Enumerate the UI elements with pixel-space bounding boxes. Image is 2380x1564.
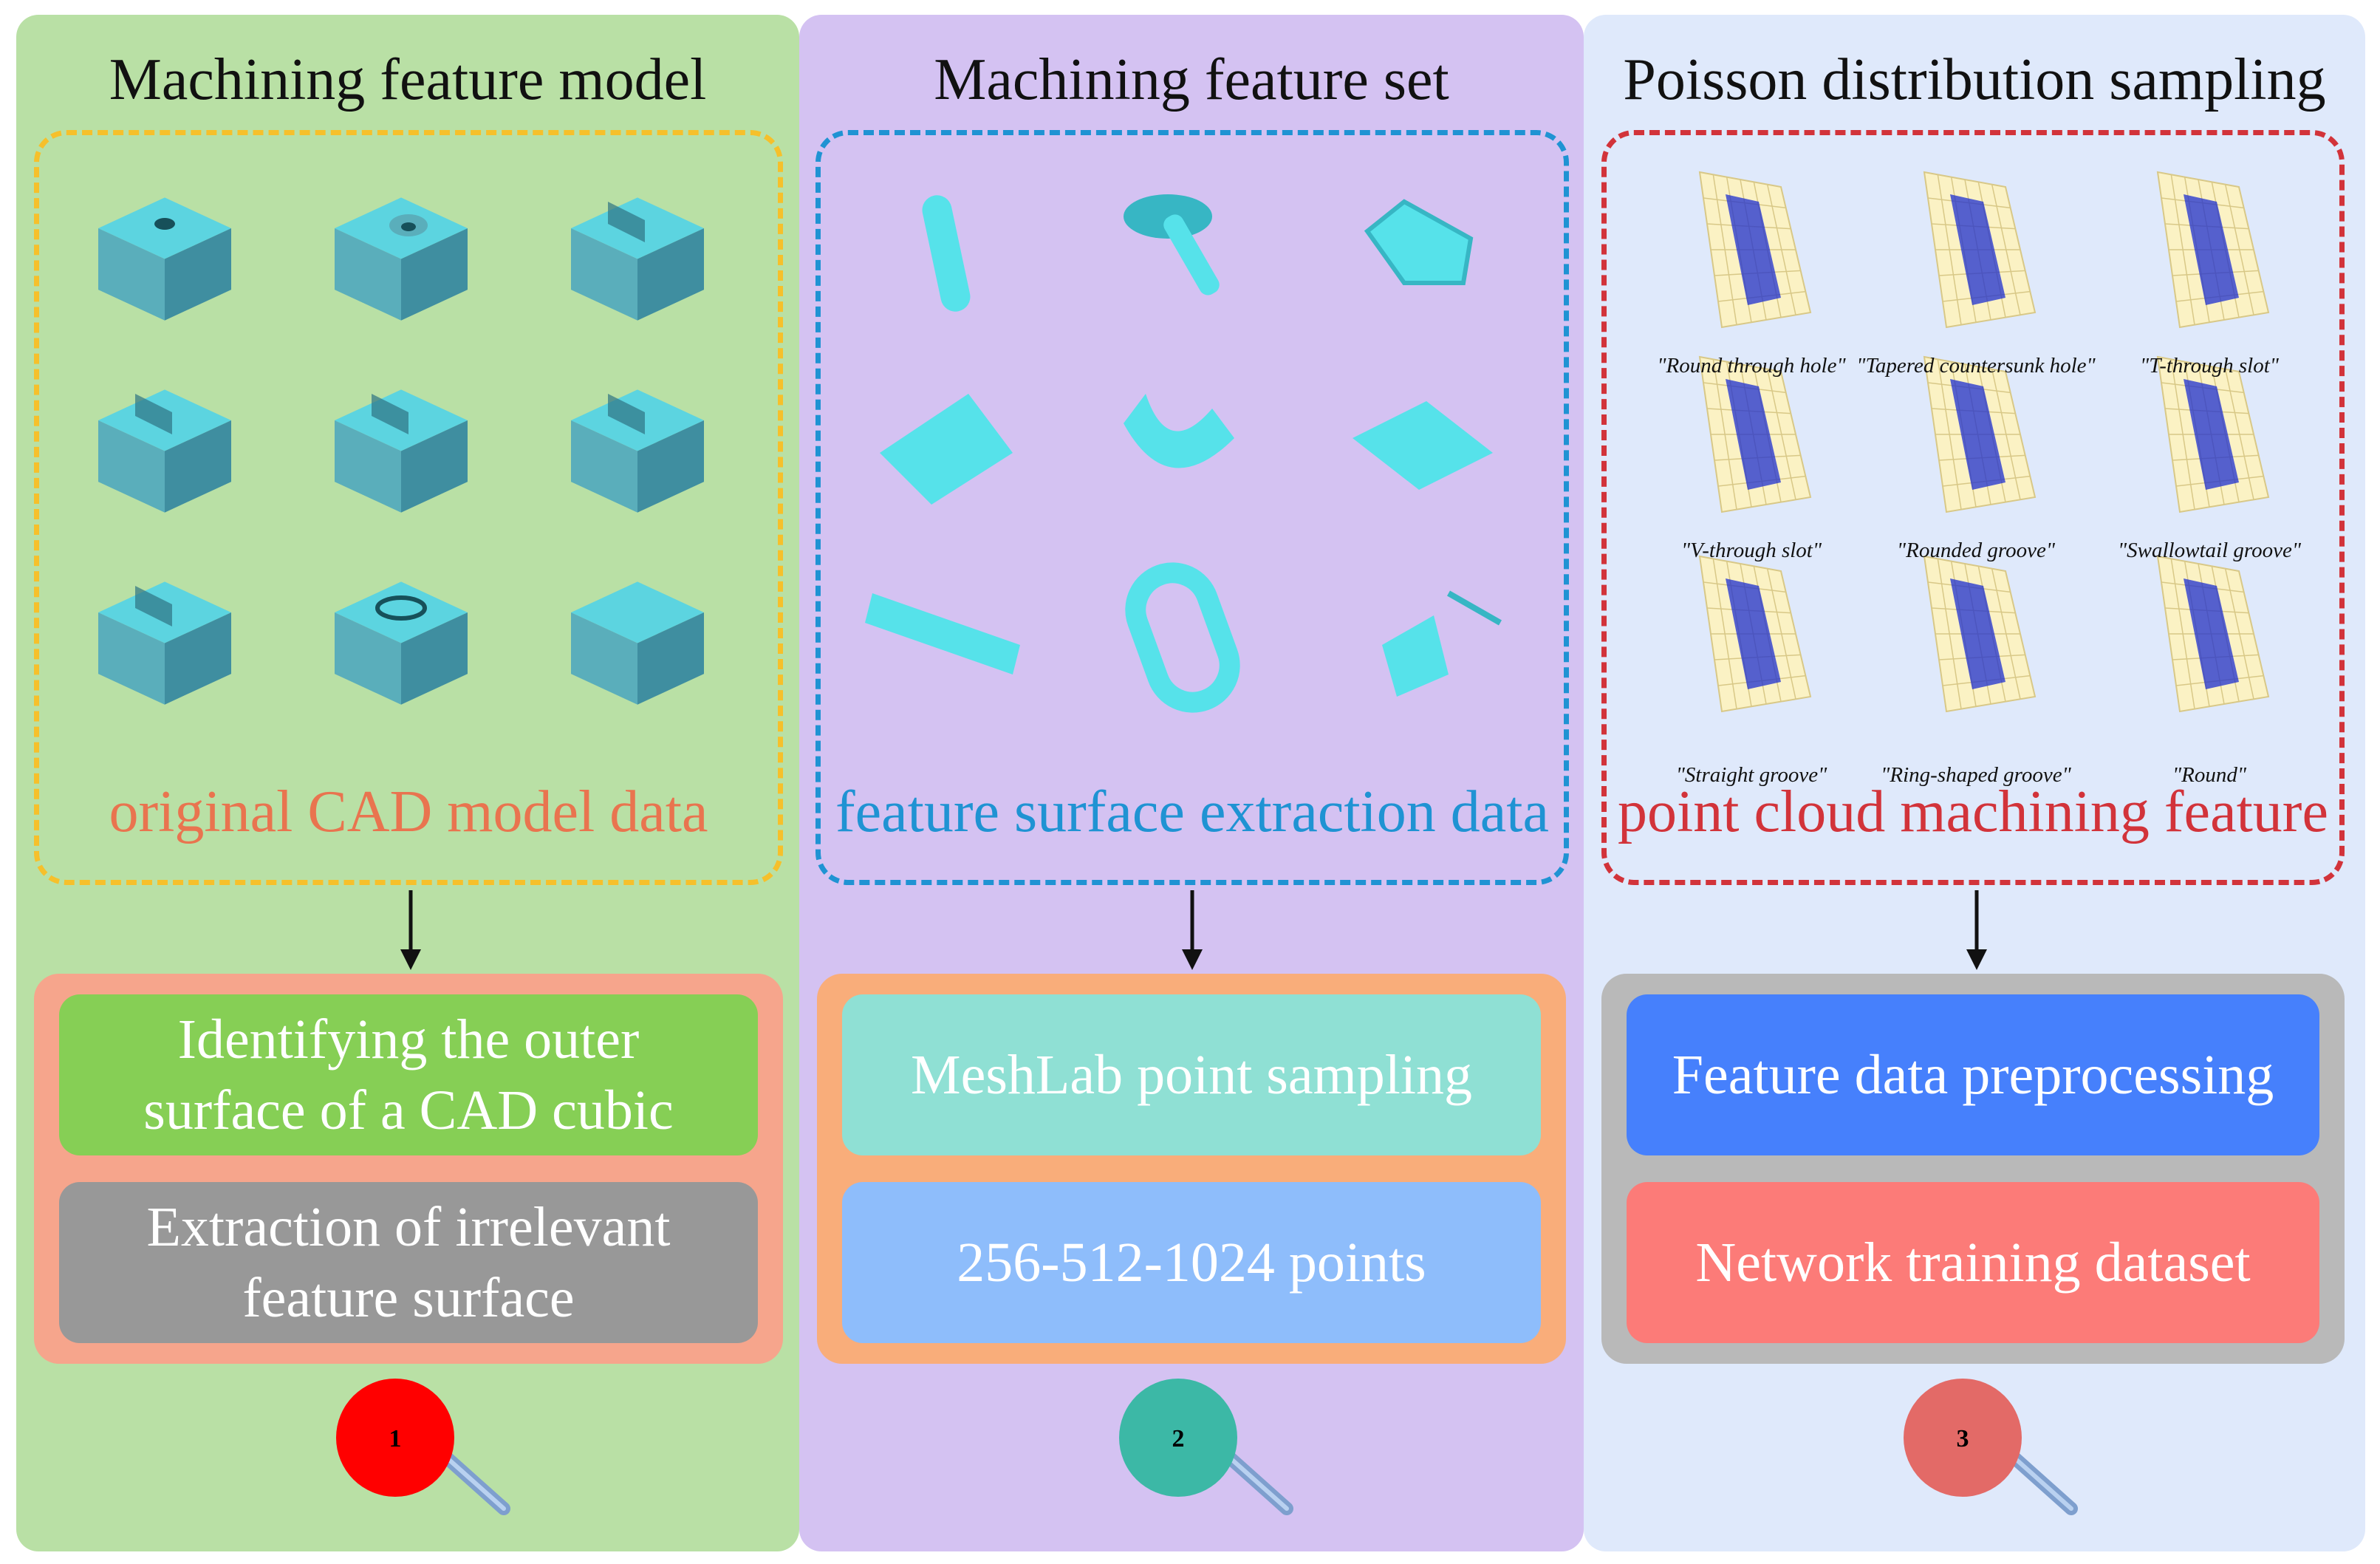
- v-slot-pointcloud-icon: [1698, 355, 1812, 513]
- step-network-training-dataset: Network training dataset: [1627, 1182, 2319, 1343]
- round-pointcloud-icon: [2156, 555, 2270, 713]
- panel-machining-feature-set: Machining feature set feature surface ex…: [799, 15, 1584, 1551]
- step-badge-1: 1: [336, 1379, 510, 1515]
- down-arrow-icon: [1182, 890, 1203, 970]
- fillet-cube-icon: [571, 581, 704, 705]
- cad-model-dashed-box: original CAD model data: [34, 130, 783, 885]
- ring-groove-cube-icon: [335, 581, 468, 705]
- down-arrow-icon: [1966, 890, 1987, 970]
- surface-grid: [865, 194, 1502, 713]
- badge-circle: [1119, 1379, 1237, 1497]
- ring-groove-pointcloud-icon: [1923, 555, 2037, 713]
- step-meshlab-sampling: MeshLab point sampling: [842, 994, 1541, 1155]
- panel-title: Machining feature model: [109, 47, 707, 112]
- straight-groove-pointcloud-icon: [1698, 555, 1812, 713]
- caption: "Rounded groove": [1896, 539, 2056, 562]
- round-hole-pointcloud-icon: [1698, 171, 1812, 329]
- process-box: Feature data preprocessing Network train…: [1601, 974, 2345, 1364]
- ring-surface-icon: [1125, 562, 1240, 713]
- panel-poisson-sampling: Poisson distribution sampling "Round thr…: [1584, 15, 2365, 1551]
- straight-groove-surface-icon: [865, 593, 1020, 675]
- swallowtail-cube-icon: [571, 389, 704, 513]
- step-feature-preprocessing: Feature data preprocessing: [1627, 994, 2319, 1155]
- step-badge-3: 3: [1904, 1379, 2078, 1515]
- box-label: original CAD model data: [109, 779, 708, 844]
- panel-title: Poisson distribution sampling: [1623, 47, 2326, 112]
- badge-number: 2: [1172, 1425, 1185, 1452]
- caption: "Round": [2172, 763, 2247, 787]
- t-slot-pointcloud-icon: [2156, 171, 2270, 329]
- caption: "Ring-shaped groove": [1881, 763, 2071, 787]
- rounded-groove-pointcloud-icon: [1923, 355, 2037, 513]
- box-label: feature surface extraction data: [835, 779, 1550, 844]
- countersunk-hole-cube-icon: [335, 197, 468, 321]
- t-slot-cube-icon: [571, 197, 704, 321]
- caption: "V-through slot": [1680, 539, 1822, 562]
- fillet-surface-icon: [1382, 590, 1502, 697]
- round-through-hole-cube-icon: [98, 197, 231, 321]
- step-identify-outer-surface: Identifying the outer surface of a CAD c…: [59, 994, 758, 1155]
- v-slot-cube-icon: [98, 389, 231, 513]
- box-label: point cloud machining feature: [1618, 779, 2328, 844]
- surface-extraction-dashed-box: feature surface extraction data: [815, 130, 1569, 885]
- caption: "Tapered countersunk hole": [1856, 354, 2096, 378]
- badge-number: 1: [389, 1425, 402, 1452]
- swallowtail-pointcloud-icon: [2156, 355, 2270, 513]
- t-slot-surface-icon: [1364, 199, 1474, 285]
- caption: "T-through slot": [2140, 354, 2279, 378]
- caption: "Straight groove": [1675, 763, 1827, 787]
- badge-circle: [336, 1379, 454, 1497]
- caption: "Round through hole": [1657, 354, 1846, 378]
- countersunk-pointcloud-icon: [1923, 171, 2037, 329]
- cylinder-surface-icon: [922, 195, 971, 312]
- badge-number: 3: [1957, 1425, 1969, 1452]
- swallowtail-surface-icon: [1353, 401, 1493, 490]
- straight-groove-cube-icon: [98, 581, 231, 705]
- rounded-groove-cube-icon: [335, 389, 468, 513]
- down-arrow-icon: [400, 890, 421, 970]
- panel-title: Machining feature set: [934, 47, 1449, 112]
- point-cloud-grid: [1698, 171, 2270, 713]
- step-extract-irrelevant-surface: Extraction of irrelevant feature surface: [59, 1182, 758, 1343]
- step-point-counts: 256-512-1024 points: [842, 1182, 1541, 1343]
- badge-circle: [1904, 1379, 2022, 1497]
- cad-model-grid: [98, 197, 704, 705]
- rounded-groove-surface-icon: [1124, 394, 1234, 468]
- v-slot-surface-icon: [880, 394, 1013, 505]
- caption: "Swallowtail groove": [2117, 539, 2302, 562]
- point-cloud-dashed-box: "Round through hole" "Tapered countersun…: [1601, 130, 2345, 885]
- step-badge-2: 2: [1119, 1379, 1293, 1515]
- panel-machining-feature-model: Machining feature model original CAD mod…: [16, 15, 799, 1551]
- process-box: MeshLab point sampling 256-512-1024 poin…: [817, 974, 1566, 1364]
- countersink-surface-icon: [1124, 194, 1220, 296]
- process-box: Identifying the outer surface of a CAD c…: [34, 974, 783, 1364]
